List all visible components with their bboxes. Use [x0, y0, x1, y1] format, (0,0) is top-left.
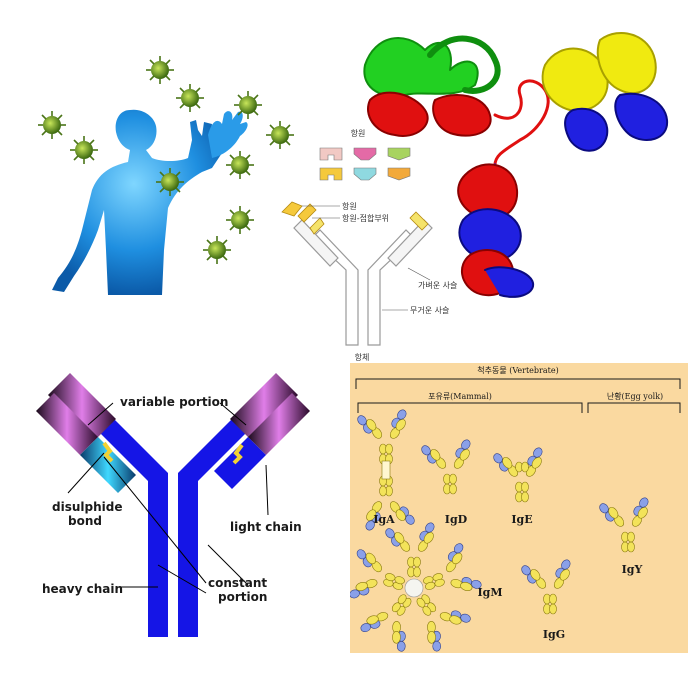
human-virus-illustration-svg — [37, 55, 295, 296]
antigen-shape — [319, 147, 343, 161]
antibody-schematic-korean: 항원 항원 항원-접합부위 가벼운 사슬 무거운 사슬 항체 — [258, 120, 468, 370]
heavy-chain-left — [70, 395, 168, 637]
antigen-shape — [353, 167, 377, 181]
egg-yolk-label: 난황(Egg yolk) — [607, 391, 663, 401]
variable-portion-label: variable portion — [120, 395, 228, 409]
antigen-label: 항원 — [342, 202, 357, 211]
igg-label: IgG — [543, 628, 565, 641]
mammal-label: 포유류(Mammal) — [428, 392, 492, 401]
vertebrate-label: 척추동물 (Vertebrate) — [477, 366, 558, 375]
iga-label: IgA — [373, 513, 395, 526]
light-chain-label: 가벼운 사슬 — [418, 280, 457, 290]
igg-structure — [520, 558, 576, 614]
variable-light-right — [248, 393, 310, 455]
ige-label: IgE — [511, 513, 532, 526]
antigen-shape — [387, 147, 411, 161]
variable-heavy-left — [48, 373, 116, 441]
igd-label: IgD — [445, 513, 468, 526]
light-constant-right — [214, 437, 266, 489]
ige-structure — [492, 446, 548, 502]
immunoglobulin-classes-svg: 척추동물 (Vertebrate) 포유류(Mammal) 난황(Egg yol… — [350, 366, 681, 653]
disulphide-label-1: disulphide — [52, 500, 122, 514]
heavy-chain-right — [178, 395, 276, 637]
antigen-title: 항원 — [351, 129, 366, 138]
antigen-shapes — [319, 147, 411, 181]
antibody-protein-structure — [345, 15, 690, 315]
variable-region-left — [297, 203, 317, 223]
disulphide-label-2: bond — [68, 514, 102, 528]
antibody-chain-diagram: variable portion disulphide bond light c… — [8, 365, 338, 655]
igy-structure — [598, 496, 654, 552]
igm-label: IgM — [477, 586, 502, 599]
igm-structure — [350, 521, 486, 653]
disulphide-bond-left — [102, 441, 114, 463]
light-chain-label-en: light chain — [230, 520, 302, 534]
igy-label: IgY — [622, 563, 643, 576]
antigen-shape — [387, 167, 411, 181]
constant-label-1: constant — [208, 576, 267, 590]
epitope-label: 항원-접합부위 — [342, 213, 389, 223]
antigen-shape — [353, 147, 377, 161]
variable-heavy-right — [230, 373, 298, 441]
bound-antigen — [281, 201, 303, 217]
immunoglobulin-classes-panel: 척추동물 (Vertebrate) 포유류(Mammal) 난황(Egg yol… — [350, 363, 688, 653]
light-variable-left — [309, 217, 325, 235]
antibody-schematic-svg: 항원 항원 항원-접합부위 가벼운 사슬 무거운 사슬 항체 — [281, 129, 457, 362]
igd-structure — [420, 438, 476, 494]
variable-light-left — [36, 393, 98, 455]
antibody-label: 항체 — [355, 352, 370, 362]
iga-structure — [356, 408, 416, 532]
protein-ribbon-svg — [363, 31, 669, 298]
antigen-shape — [319, 167, 343, 181]
heavy-chain-label: 무거운 사슬 — [410, 305, 449, 315]
antibody-y — [293, 219, 433, 346]
disulphide-bond-right — [232, 443, 244, 465]
antibody-chain-svg: variable portion disulphide bond light c… — [36, 373, 310, 637]
variable-region-right — [409, 211, 429, 231]
constant-label-2: portion — [218, 590, 267, 604]
heavy-chain-label-en: heavy chain — [42, 582, 123, 596]
human-virus-illustration — [12, 40, 330, 315]
